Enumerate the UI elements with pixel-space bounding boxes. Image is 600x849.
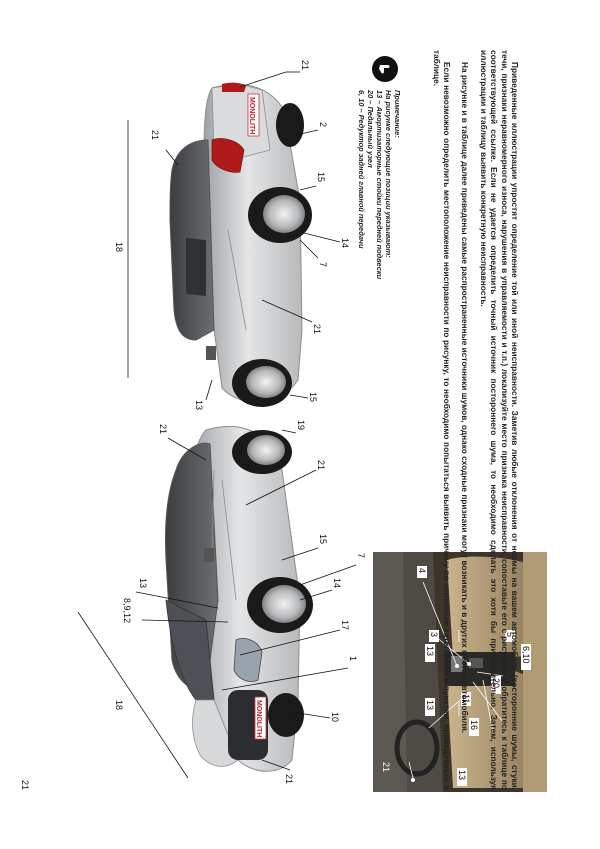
front-car-hood (192, 699, 239, 767)
callout-21-interior: 21 (20, 780, 30, 790)
callout-15-rear-top: 15 (316, 172, 326, 182)
front-plate-text: MONOLITH (255, 700, 262, 737)
callout-3: 3 (429, 632, 439, 637)
callout-21-trunk: 21 (300, 60, 310, 70)
callout-20: 20 (491, 678, 501, 688)
finger-pointer-icon (372, 56, 398, 82)
rear-car-rear-wheel (248, 187, 312, 243)
paragraph-categories: Если невозможно определить местоположени… (431, 50, 452, 790)
callout-4: 4 (417, 568, 427, 573)
rear-car: MONOLITH (169, 82, 312, 407)
callout-13-front-a: 13 (138, 578, 148, 588)
callout-21-front-bumper: 21 (284, 774, 294, 784)
callout-18-rear: 18 (114, 242, 124, 252)
callout-16: 16 (469, 720, 479, 730)
callout-5: 5 (505, 632, 515, 637)
callout-2: 2 (318, 122, 328, 127)
front-car-front-wheel (247, 577, 313, 633)
callout-21-interior-photo: 21 (381, 762, 391, 772)
callout-8-9-12: 8,9,12 (122, 598, 132, 623)
callout-14-front: 14 (332, 578, 342, 588)
paragraph-sources: На рисунке и в таблице далее приведены с… (460, 62, 471, 734)
callout-17: 17 (340, 620, 350, 630)
callout-7-rear: 7 (318, 262, 328, 267)
rear-plate-text: MONOLITH (248, 97, 255, 134)
callout-19: 19 (296, 420, 306, 430)
callout-13-interior-b: 13 (425, 700, 435, 710)
callout-21-rear-door: 21 (312, 324, 322, 334)
callout-13-rear: 13 (194, 400, 204, 410)
note-block: Примечание: На рисунке следующие позиции… (357, 56, 402, 390)
callout-14-rear: 14 (340, 238, 350, 248)
note-title: Примечание: (393, 90, 402, 138)
callout-13-interior-a: 13 (425, 646, 435, 656)
rear-car-front-wheel (232, 359, 292, 407)
note-line-1: На рисунке следующие позиции указывают: (384, 90, 393, 258)
front-car-headlight (233, 638, 263, 682)
callout-10: 10 (330, 712, 340, 722)
callout-15-front: 15 (318, 534, 328, 544)
rear-car-tail-light (211, 138, 245, 173)
callout-15-rear-bottom: 15 (308, 392, 318, 402)
interior-photo: 4 3 13 13 6,10 5 20 11 16 13 21 (373, 552, 547, 792)
rear-car-right-rear-wheel (276, 103, 304, 147)
callout-13-interior-c: 13 (457, 770, 467, 780)
interior-illustration (373, 552, 547, 792)
text-column: Приведенные иллюстрации упростят определ… (357, 50, 520, 790)
callout-21-front-door: 21 (316, 460, 326, 470)
callout-21-roof: 21 (150, 130, 160, 140)
callout-7-front: 7 (356, 553, 366, 558)
front-car: MONOLITH (165, 425, 313, 772)
note-line-2: 13 – Амортизаторные стойки передней подв… (375, 90, 384, 280)
paragraph-intro: Приведенные иллюстрации упростят определ… (478, 50, 520, 790)
callout-1: 1 (348, 656, 358, 661)
interior-callouts: 4 3 13 13 6,10 5 20 11 16 13 21 (381, 566, 531, 786)
note-line-3: 20 – Педальный узел (366, 90, 375, 168)
note-line-4: 6, 10 – Редуктор задней главной передачи (357, 90, 366, 249)
front-car-rear-wheel (232, 430, 292, 474)
front-car-right-front-wheel (268, 693, 304, 737)
callout-11: 11 (461, 694, 471, 703)
front-car-callouts: 21 13 8,9,12 18 17 1 10 21 15 7 14 21 19… (20, 420, 366, 790)
callout-21-front-rear: 21 (158, 424, 168, 434)
rear-car-callouts: 21 2 21 18 15 14 7 21 13 15 (114, 60, 350, 410)
callout-18-front: 18 (114, 700, 124, 710)
callout-6-10: 6,10 (521, 646, 531, 664)
